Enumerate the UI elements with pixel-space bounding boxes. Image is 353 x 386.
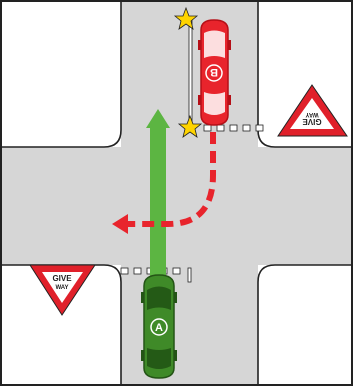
sign-right-line2: WAY: [305, 111, 318, 117]
car-b: B: [198, 19, 231, 126]
centre-line-bottom: [187, 267, 192, 283]
centre-line-top: [188, 19, 193, 132]
sign-right-line1: GIVE: [302, 117, 322, 126]
red-turn-path: [112, 132, 216, 234]
car-a: A: [141, 274, 177, 379]
horizontal-road: [0, 147, 353, 265]
give-way-markings-top: [203, 124, 264, 132]
impact-star-bottom: [177, 114, 203, 138]
car-a-label: A: [155, 322, 163, 334]
give-way-sign-left: GIVE WAY: [29, 264, 96, 316]
give-way-sign-right: GIVE WAY: [277, 84, 348, 137]
sign-left-line1: GIVE: [52, 274, 72, 283]
green-arrow: [146, 109, 170, 277]
sign-left-line2: WAY: [55, 285, 68, 291]
car-b-label: B: [210, 66, 218, 78]
impact-star-top: [173, 6, 199, 30]
